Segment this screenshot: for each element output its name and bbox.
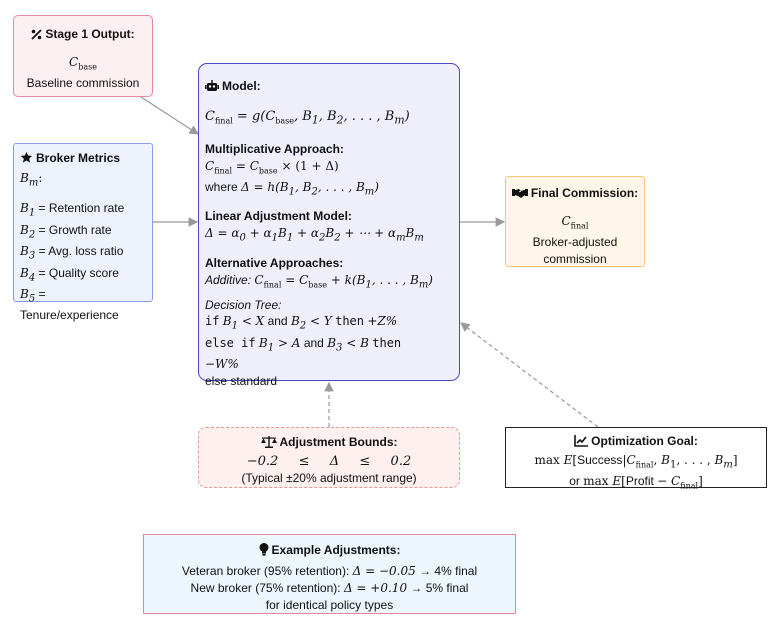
- additive-label: Additive:: [205, 272, 252, 287]
- example-line-2: New broker (75% retention): Δ = +0.10 → …: [190, 581, 469, 595]
- broker-metric-5: B5 =: [20, 286, 46, 305]
- model-formula: Cfinal = g(Cbase, B1, B2, . . . , Bm): [205, 109, 410, 127]
- goal-line2: or max E[Profit − Cfinal]: [569, 474, 703, 491]
- broker-subtitle: Bm:: [20, 171, 43, 189]
- optimization-goal-box: Optimization Goal: max E[Success|Cfinal,…: [505, 427, 767, 491]
- tree-line-4: else standard: [205, 373, 278, 388]
- percent-icon: [31, 28, 42, 45]
- stage1-description: Baseline commission: [26, 76, 140, 91]
- multiplicative-formula: Cfinal = Cbase × (1 + Δ): [205, 158, 339, 175]
- model-box: Model: Cfinal = g(Cbase, B1, B2, . . . ,…: [198, 63, 460, 388]
- goal-title-row: Optimization Goal:: [506, 433, 766, 452]
- linear-heading: Linear Adjustment Model:: [205, 209, 352, 224]
- chart-line-icon: [574, 435, 589, 452]
- bounds-note: (Typical ±20% adjustment range): [241, 471, 417, 485]
- broker-title: Broker Metrics: [36, 151, 121, 165]
- broker-metric-4: B4 = Quality score: [20, 265, 119, 283]
- stage1-title: Stage 1 Output:: [45, 27, 135, 41]
- final-line1: Broker-adjusted: [532, 235, 618, 250]
- stage1-output-box: Stage 1 Output: Cbase Baseline commissio…: [13, 15, 153, 97]
- model-title-row: Model:: [205, 78, 453, 97]
- linear-formula: Δ = α0 + α1B1 + α2B2 + ⋯ + αmBm: [205, 226, 424, 244]
- handshake-icon: [511, 187, 528, 204]
- alternative-heading: Alternative Approaches:: [205, 255, 344, 270]
- final-commission-box: Final Commission: Cfinal Broker-adjusted…: [505, 176, 645, 267]
- robot-icon: [205, 80, 219, 97]
- final-line2: commission: [543, 252, 607, 267]
- scale-icon: [260, 436, 277, 453]
- bounds-title-row: Adjustment Bounds:: [199, 434, 459, 453]
- bounds-formula: −0.2 ≤ Δ ≤ 0.2: [246, 454, 412, 469]
- broker-metric-1: B1 = Retention rate: [20, 201, 125, 219]
- stage1-symbol: Cbase: [69, 55, 97, 72]
- tree-line-2: else if B1 > A and B3 < B then: [205, 335, 402, 353]
- multiplicative-where: where Δ = h(B1, B2, . . . , Bm): [205, 179, 379, 198]
- goal-line1: max E[Success|Cfinal, B1, . . . , Bm]: [534, 453, 738, 471]
- final-title: Final Commission:: [530, 186, 639, 200]
- broker-metrics-box: Broker Metrics Bm: B1 = Retention rate B…: [13, 143, 153, 322]
- tree-line-1: if B1 < X and B2 < Y then +Z%: [205, 314, 398, 332]
- bounds-title: Adjustment Bounds:: [279, 435, 398, 449]
- additive-row: Additive: Cfinal = Cbase + k(B1, . . . ,…: [205, 272, 433, 291]
- lightbulb-icon: [259, 543, 269, 561]
- final-title-row: Final Commission:: [506, 185, 644, 204]
- model-title: Model:: [222, 79, 261, 93]
- example-title: Example Adjustments:: [271, 543, 401, 557]
- stage1-title-row: Stage 1 Output:: [14, 26, 152, 45]
- example-line-1: Veteran broker (95% retention): Δ = −0.0…: [181, 564, 478, 578]
- tree-line-3: −W%: [205, 356, 239, 371]
- broker-metric-3: B3 = Avg. loss ratio: [20, 244, 124, 262]
- broker-metric-6: Tenure/experience: [20, 308, 119, 323]
- broker-metric-2: B2 = Growth rate: [20, 222, 112, 241]
- star-icon: [20, 151, 33, 169]
- broker-title-row: Broker Metrics: [20, 150, 146, 169]
- final-symbol: Cfinal: [561, 214, 589, 231]
- goal-title: Optimization Goal:: [591, 434, 698, 448]
- arrow-stage1-to-model: [140, 96, 200, 135]
- tree-label: Decision Tree:: [205, 298, 282, 313]
- example-adjustments-box: Example Adjustments: Veteran broker (95%…: [143, 534, 516, 614]
- adjustment-bounds-box: Adjustment Bounds: −0.2 ≤ Δ ≤ 0.2 (Typic…: [198, 427, 460, 488]
- example-line-3: for identical policy types: [265, 598, 394, 612]
- example-title-row: Example Adjustments:: [144, 542, 515, 561]
- multiplicative-heading: Multiplicative Approach:: [205, 141, 344, 156]
- arrow-goal-to-model: [460, 322, 599, 428]
